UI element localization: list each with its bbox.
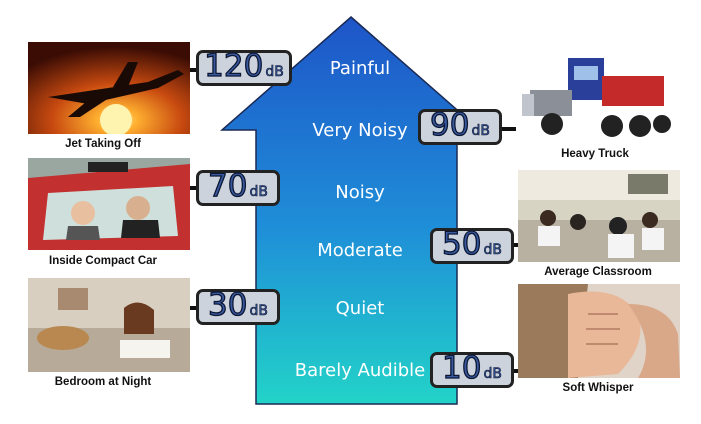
level-moderate: Moderate: [317, 240, 403, 261]
badge-10db: 10 dB: [430, 352, 514, 388]
connector-car: [190, 186, 200, 190]
badge-90db: 90 dB: [418, 109, 502, 145]
db-value: 70: [207, 168, 248, 204]
level-barely-audible: Barely Audible: [294, 360, 426, 381]
db-unit: dB: [483, 242, 502, 259]
badge-70db: 70 dB: [196, 170, 280, 206]
level-quiet: Quiet: [335, 298, 385, 319]
db-unit: dB: [483, 366, 502, 383]
db-unit: dB: [249, 303, 268, 320]
connector-truck: [500, 127, 516, 131]
car-photo: [28, 158, 190, 250]
db-value: 90: [429, 107, 470, 143]
jet-photo: [28, 42, 190, 134]
connector-jet: [190, 68, 200, 72]
connector-bedroom: [190, 306, 200, 310]
caption-classroom: Average Classroom: [544, 266, 652, 278]
classroom-photo: [518, 170, 680, 262]
db-unit: dB: [471, 123, 490, 140]
db-value: 30: [207, 287, 248, 323]
db-value: 50: [441, 226, 482, 262]
badge-50db: 50 dB: [430, 228, 514, 264]
db-unit: dB: [249, 184, 268, 201]
truck-photo: [516, 46, 674, 144]
badge-120db: 120 dB: [196, 50, 292, 86]
caption-car: Inside Compact Car: [49, 255, 157, 267]
badge-30db: 30 dB: [196, 289, 280, 325]
caption-bedroom: Bedroom at Night: [54, 376, 152, 388]
level-very-noisy: Very Noisy: [312, 120, 408, 141]
db-unit: dB: [265, 64, 284, 81]
db-value: 120: [204, 48, 264, 84]
caption-whisper: Soft Whisper: [562, 382, 634, 394]
bedroom-photo: [28, 278, 190, 372]
caption-truck: Heavy Truck: [561, 148, 629, 160]
level-painful: Painful: [329, 58, 391, 79]
db-value: 10: [441, 350, 482, 386]
level-noisy: Noisy: [335, 182, 385, 203]
whisper-photo: [518, 284, 680, 378]
caption-jet: Jet Taking Off: [65, 138, 141, 150]
